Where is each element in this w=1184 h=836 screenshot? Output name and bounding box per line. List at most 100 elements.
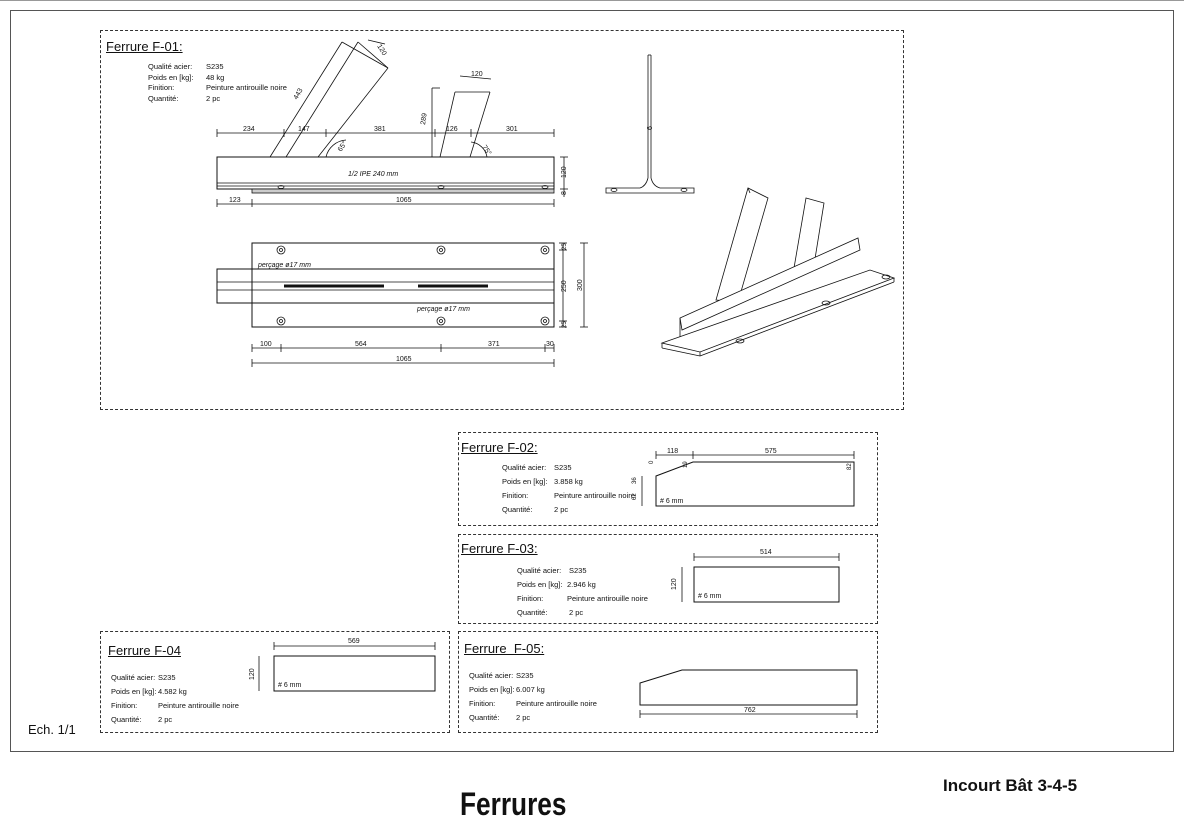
spec-label: Poids en [kg]: — [111, 687, 157, 696]
plan-side-dim-2: 250 — [561, 280, 568, 292]
bolt-holes — [276, 245, 550, 326]
part-title: Ferrure F-01: — [106, 39, 183, 54]
brace-2 — [431, 87, 491, 158]
panel-f02 — [458, 432, 878, 526]
top-dim-5: 301 — [506, 126, 518, 133]
spec-quantity-value: 2 pc — [158, 715, 173, 724]
profile-label: 1/2 IPE 240 mm — [348, 171, 398, 178]
spec-weight-value: 6.007 kg — [516, 685, 545, 694]
spec-finish-value: Peinture antirouille noire — [516, 699, 597, 708]
f04-dim-length: 569 — [348, 638, 360, 645]
top-dim-2: 147 — [298, 126, 310, 133]
f02-dim-19: 19 — [683, 461, 689, 468]
isometric-view — [660, 187, 896, 357]
spec-weight-value: 2.946 kg — [567, 580, 596, 589]
spec-label: Quantité: — [111, 715, 142, 724]
spec-label: Finition: — [502, 491, 529, 500]
spec-label: Finition: — [517, 594, 544, 603]
bottom-dim-1: 123 — [229, 197, 241, 204]
top-dim-1: 234 — [243, 126, 255, 133]
part-specs: Qualité acier: S235 Poids en [kg]: 3.858 k… — [502, 461, 635, 517]
part-specs: Qualité acier:S235 Poids en [kg]:6.007 k… — [469, 669, 597, 725]
spec-quantity-value: 2 pc — [554, 505, 569, 514]
f02-dim-62: 62 — [632, 493, 638, 500]
spec-steel-value: S235 — [569, 566, 587, 575]
plan-dim-1: 100 — [260, 341, 272, 348]
top-dim-3: 381 — [374, 126, 386, 133]
bottom-dim-2: 1065 — [396, 197, 412, 204]
panel-f01 — [100, 30, 904, 410]
brace-2-width-label: 120 — [471, 71, 483, 78]
plan-dim-3: 371 — [488, 341, 500, 348]
side-dim-2: 8 — [561, 191, 568, 195]
spec-steel-value: S235 — [554, 463, 572, 472]
spec-weight-value: 48 kg — [206, 72, 225, 82]
f02-dim-575: 575 — [765, 448, 777, 455]
spec-label: Quantité: — [517, 608, 548, 617]
spec-finish-value: Peinture antirouille noire — [554, 491, 635, 500]
spec-label: Qualité acier: — [502, 463, 547, 472]
spec-label: Quantité: — [502, 505, 533, 514]
f02-dim-36: 36 — [632, 477, 638, 484]
part-title: Ferrure F-03: — [461, 541, 538, 556]
plan-side-dim-1: 25 — [562, 243, 568, 250]
section-dim: 6 — [647, 126, 654, 130]
spec-label: Poids en [kg]: — [148, 72, 194, 82]
part-title: Ferrure F-05: — [464, 641, 545, 656]
drilling-label-top: perçage ø17 mm — [257, 262, 311, 269]
spec-steel-value: S235 — [158, 673, 176, 682]
part-specs: Qualité acier:S235 Poids en [kg]:4.582 k… — [111, 671, 239, 727]
drawing-title: Ferrures — [460, 786, 567, 822]
f02-dim-82: 82 — [847, 463, 853, 470]
plan-side-dim-3: 25 — [562, 321, 568, 328]
spec-steel-value: S235 — [206, 62, 224, 71]
f03-dim-height: 120 — [671, 578, 678, 590]
spec-label: Quantité: — [469, 713, 500, 722]
f05-dim-length: 762 — [744, 707, 756, 714]
spec-label: Finition: — [111, 701, 138, 710]
side-dim-1: 120 — [561, 166, 568, 178]
scale-label: Ech. 1/1 — [28, 722, 76, 737]
spec-finish-value: Peinture antirouille noire — [567, 594, 648, 603]
brace-2-length-label: 289 — [420, 113, 429, 126]
drilling-label-bottom: perçage ø17 mm — [416, 306, 470, 313]
f02-dim-0: 0 — [649, 460, 655, 464]
spec-label: Finition: — [469, 699, 496, 708]
top-dim-4: 126 — [446, 126, 458, 133]
part-specs: Qualité acier:S235 Poids en [kg]:2.946 k… — [517, 564, 648, 620]
f03-plate-label: # 6 mm — [698, 593, 722, 600]
top-rule — [0, 0, 1184, 1]
spec-label: Poids en [kg]: — [502, 477, 548, 486]
spec-label: Finition: — [148, 83, 175, 92]
section-view: 6 — [605, 54, 695, 194]
f03-dim-length: 514 — [760, 549, 772, 556]
project-label: Incourt Bât 3-4-5 — [943, 776, 1078, 795]
plan-side-dim-4: 300 — [577, 279, 584, 291]
brace-1-length-label: 443 — [293, 87, 305, 101]
spec-label: Qualité acier: — [148, 62, 193, 71]
spec-label: Poids en [kg]: — [469, 685, 515, 694]
spec-label: Qualité acier: — [111, 673, 156, 682]
panel-f05 — [458, 631, 878, 733]
plan-dim-2: 564 — [355, 341, 367, 348]
spec-quantity-value: 2 pc — [569, 608, 584, 617]
spec-steel-value: S235 — [516, 671, 534, 680]
spec-quantity-value: 2 pc — [206, 93, 221, 103]
plan-dim-5: 1065 — [396, 356, 412, 363]
f04-dim-height: 120 — [249, 668, 256, 680]
part-title: Ferrure F-02: — [461, 440, 538, 455]
part-specs: Qualité acier: S235 Poids en [kg]: 48 kg F… — [148, 62, 287, 104]
f02-dim-118: 118 — [667, 448, 678, 455]
spec-weight-value: 4.582 kg — [158, 687, 187, 696]
brace-1 — [269, 41, 389, 158]
spec-label: Poids en [kg]: — [517, 580, 563, 589]
spec-weight-value: 3.858 kg — [554, 477, 583, 486]
panel-f04 — [100, 631, 450, 733]
f02-plate-label: # 6 mm — [660, 498, 684, 505]
spec-quantity-value: 2 pc — [516, 713, 531, 722]
f04-plate-label: # 6 mm — [278, 682, 302, 689]
drawing-frame — [10, 10, 1174, 752]
